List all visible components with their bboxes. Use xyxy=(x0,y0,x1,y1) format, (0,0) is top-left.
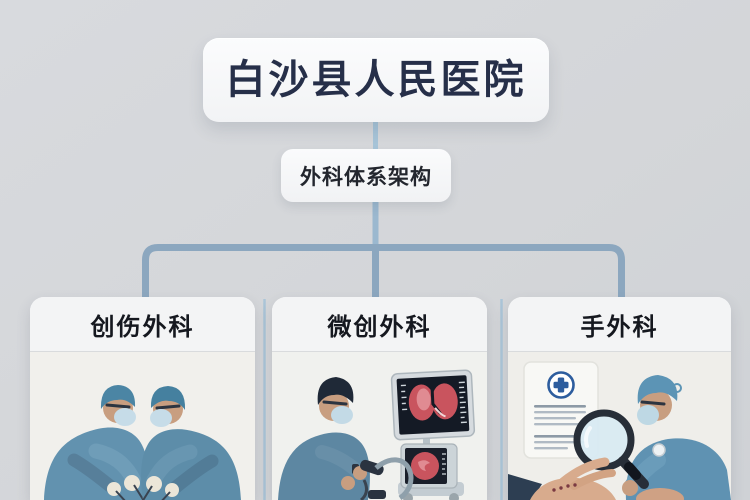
patient-hand xyxy=(508,457,684,500)
medical-cross-icon xyxy=(547,371,575,399)
surgeon-right xyxy=(141,386,241,500)
department-label-hand-surgery: 手外科 xyxy=(580,313,659,341)
department-card-header: 微创外科 xyxy=(272,297,487,352)
department-card-header: 手外科 xyxy=(508,297,731,352)
surgeon-with-endoscope xyxy=(278,377,414,500)
department-label-trauma-surgery: 创伤外科 xyxy=(90,313,195,341)
hospital-title-label: 白沙县人民医院 xyxy=(225,58,527,102)
surgeon-endoscope-monitors-illustration xyxy=(272,352,487,500)
monitor-icon xyxy=(390,369,476,441)
department-card-hand-surgery: 手外科 xyxy=(508,297,731,500)
surgeon-left xyxy=(44,385,148,500)
secondary-monitor-icon xyxy=(400,443,458,489)
department-card-header: 创伤外科 xyxy=(30,297,255,352)
department-card-trauma-surgery: 创伤外科 xyxy=(30,297,255,500)
surgical-system-node: 外科体系架构 xyxy=(281,149,451,202)
doctor-examining xyxy=(622,375,731,500)
department-card-minimally-invasive-surgery: 微创外科 xyxy=(272,297,487,500)
doctor-magnifier-hand-exam-illustration xyxy=(508,352,731,500)
endoscope-icon xyxy=(360,457,414,500)
document-text-lines xyxy=(534,405,586,450)
connector-branch-bar xyxy=(142,244,625,299)
department-label-minimally-invasive-surgery: 微创外科 xyxy=(327,313,432,341)
surgical-system-label: 外科体系架构 xyxy=(300,165,432,189)
two-surgeons-operating-illustration xyxy=(30,352,255,500)
magnifier-icon xyxy=(573,409,649,489)
hospital-title-node: 白沙县人民医院 xyxy=(203,38,549,122)
